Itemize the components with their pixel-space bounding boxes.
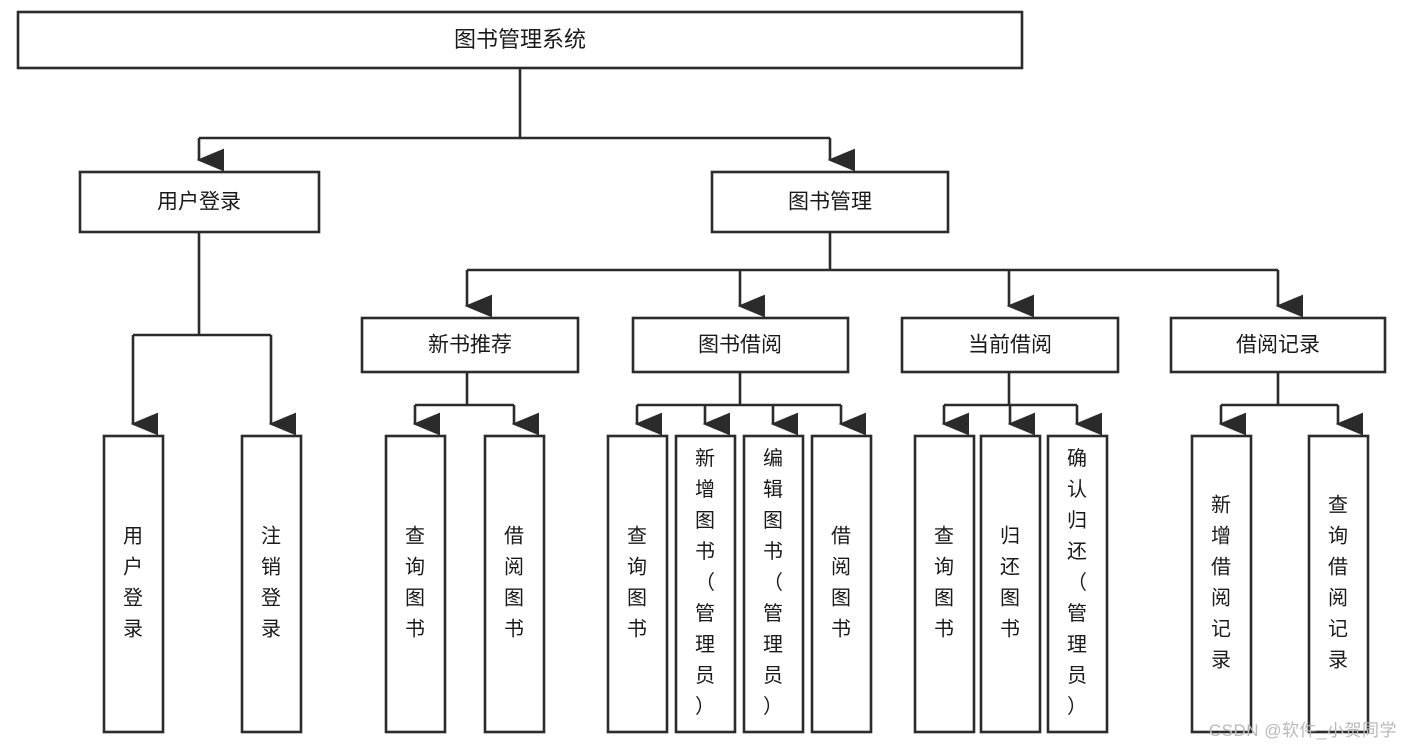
node-user-login-label: 用户登录: [157, 191, 241, 214]
leaf-borrow-record-1-label: 查询借阅记录: [1328, 494, 1348, 672]
leaf-current-borrow-0[interactable]: 查询图书: [913, 434, 976, 734]
leaf-book-borrow-2[interactable]: 编辑图书（管理员）: [742, 434, 805, 734]
leaf-book-borrow-0-label: 查询图书: [627, 525, 647, 641]
node-book-manage-label: 图书管理: [788, 191, 872, 214]
node-book-borrow[interactable]: 图书借阅: [631, 316, 850, 374]
node-borrow-record-label: 借阅记录: [1236, 334, 1320, 357]
leaf-current-borrow-0-label: 查询图书: [934, 525, 954, 641]
node-root[interactable]: 图书管理系统: [16, 10, 1024, 70]
leaf-book-borrow-1-label: 新增图书（管理员）: [695, 447, 715, 718]
leaf-user-login-1-label: 注销登录: [261, 525, 281, 641]
node-new-book-recommend-label: 新书推荐: [428, 334, 512, 357]
node-borrow-record[interactable]: 借阅记录: [1169, 316, 1387, 374]
node-book-borrow-label: 图书借阅: [698, 334, 782, 357]
leaf-user-login-0-label: 用户登录: [123, 526, 143, 641]
leaf-book-borrow-0[interactable]: 查询图书: [606, 434, 669, 734]
leaf-current-borrow-1[interactable]: 归还图书: [979, 434, 1042, 734]
node-user-login[interactable]: 用户登录: [78, 170, 321, 234]
leaf-new-book-0-label: 查询图书: [405, 525, 425, 641]
leaf-book-borrow-1[interactable]: 新增图书（管理员）: [674, 434, 737, 734]
node-new-book-recommend[interactable]: 新书推荐: [360, 316, 580, 374]
leaf-borrow-record-0-label: 新增借阅记录: [1211, 494, 1231, 672]
leaf-current-borrow-2[interactable]: 确认归还（管理员）: [1046, 434, 1109, 734]
leaf-borrow-record-1[interactable]: 查询借阅记录: [1307, 434, 1370, 734]
leaf-new-book-1-label: 借阅图书: [504, 525, 524, 641]
node-current-borrow-label: 当前借阅: [968, 334, 1052, 357]
node-root-label: 图书管理系统: [454, 27, 586, 52]
connector-layer: [130, 68, 1364, 436]
leaf-user-login-1[interactable]: 注销登录: [240, 434, 303, 734]
leaf-user-login-0[interactable]: 用户登录: [102, 434, 165, 734]
node-book-manage[interactable]: 图书管理: [710, 170, 950, 234]
leaf-borrow-record-0[interactable]: 新增借阅记录: [1190, 434, 1253, 734]
node-current-borrow[interactable]: 当前借阅: [900, 316, 1120, 374]
leaf-book-borrow-2-label: 编辑图书（管理员）: [763, 447, 783, 718]
leaf-current-borrow-2-label: 确认归还（管理员）: [1067, 447, 1087, 718]
leaf-book-borrow-3-label: 借阅图书: [831, 525, 851, 641]
leaf-current-borrow-1-label: 归还图书: [1000, 525, 1020, 641]
leaf-new-book-0[interactable]: 查询图书: [384, 434, 447, 734]
leaf-book-borrow-3[interactable]: 借阅图书: [810, 434, 873, 734]
leaf-new-book-1[interactable]: 借阅图书: [483, 434, 546, 734]
